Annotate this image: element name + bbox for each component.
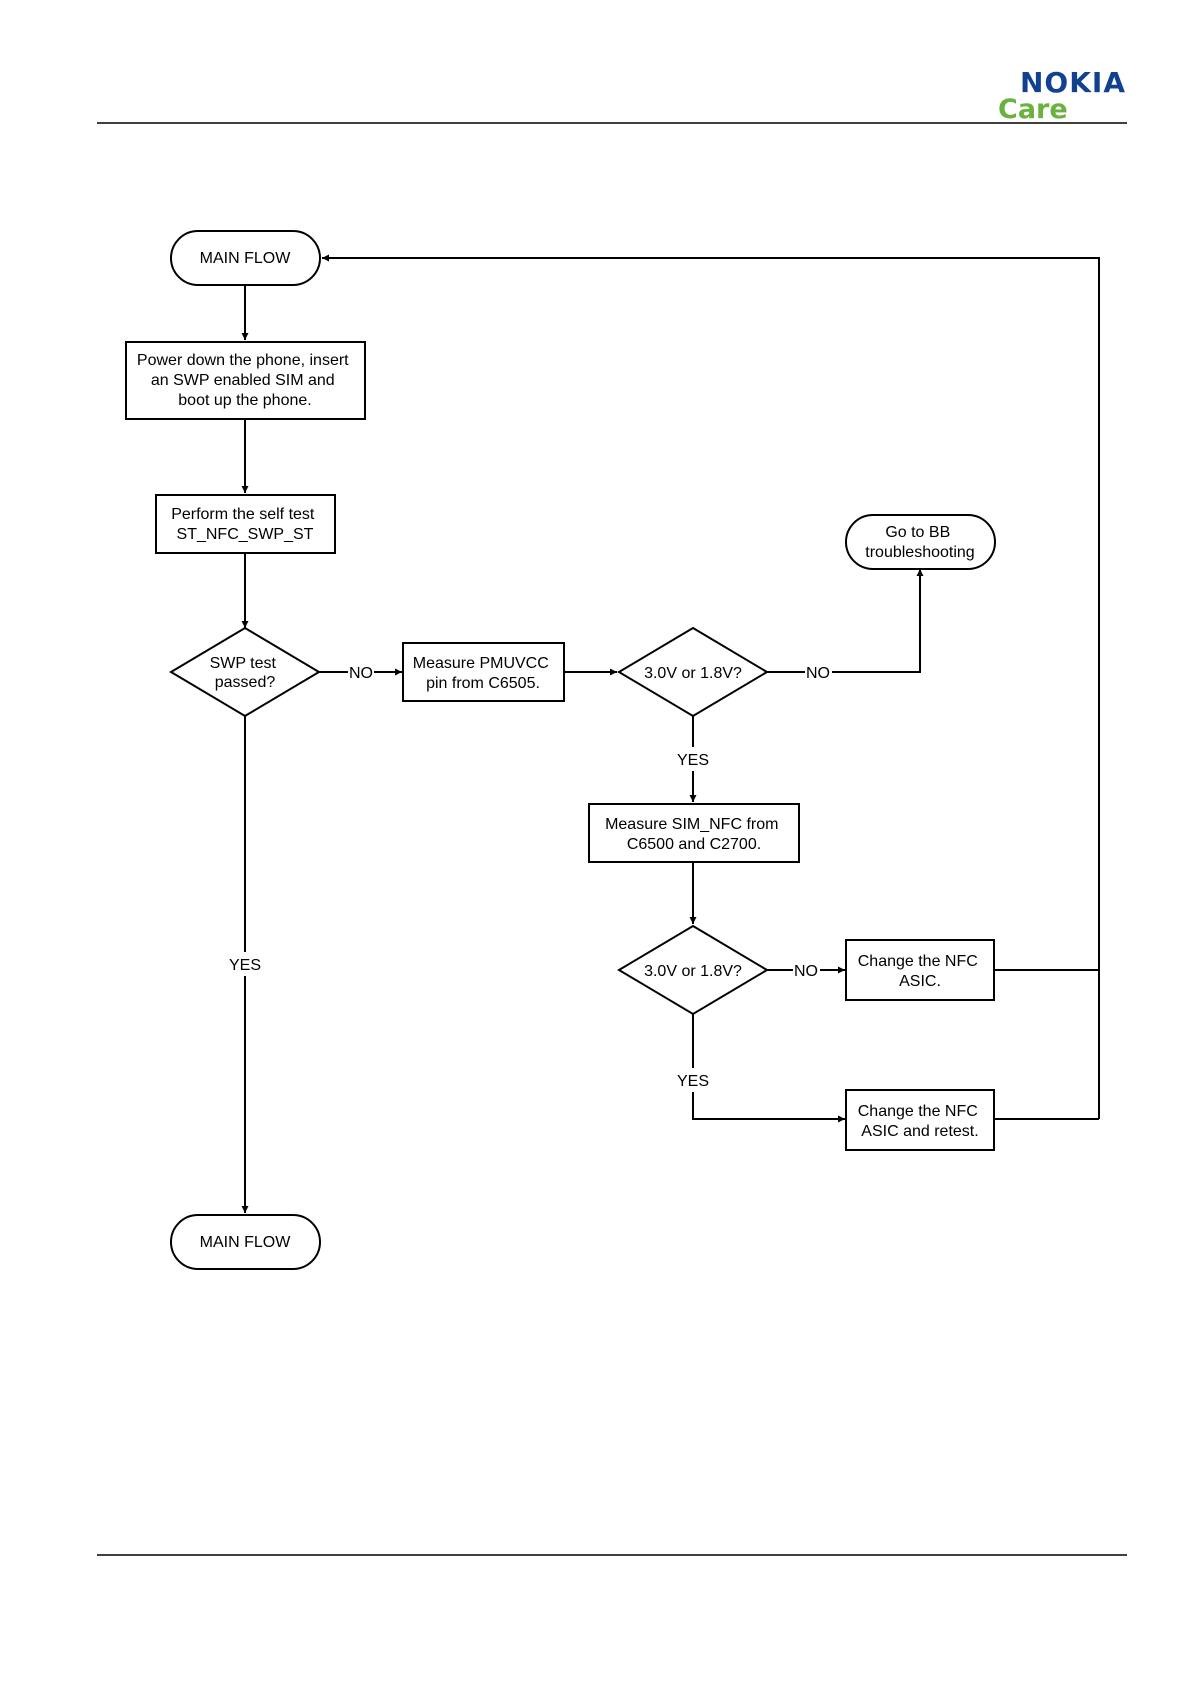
node-voltage-decision-1: 3.0V or 1.8V?: [617, 626, 769, 718]
node-text: Go to BB troubleshooting: [865, 524, 974, 561]
process-shape: [588, 803, 800, 863]
node-line: ASIC and retest.: [861, 1123, 978, 1140]
node-text: Power down the phone, insert an SWP enab…: [137, 352, 353, 409]
node-voltage-decision-2: 3.0V or 1.8V?: [617, 924, 769, 1016]
label-v1-no: NO: [806, 665, 830, 682]
node-change-nfc-retest: Change the NFC ASIC and retest.: [845, 1089, 995, 1151]
node-line: passed?: [215, 674, 276, 691]
node-line: MAIN FLOW: [200, 1234, 292, 1251]
node-text: Change the NFC ASIC and retest.: [858, 1103, 983, 1140]
node-line: pin from C6505.: [426, 675, 540, 692]
node-line: SWP test: [210, 655, 277, 672]
process-shape: [125, 341, 366, 420]
node-line: Power down the phone, insert: [137, 352, 349, 369]
node-line: troubleshooting: [865, 544, 974, 561]
node-line: Change the NFC: [858, 1103, 978, 1120]
node-text: SWP test passed?: [210, 655, 281, 691]
node-line: Measure PMUVCC: [413, 655, 549, 672]
node-line: Change the NFC: [858, 953, 978, 970]
node-line: Go to BB: [885, 524, 950, 541]
node-text: Change the NFC ASIC.: [858, 953, 983, 990]
node-measure-sim-nfc: Measure SIM_NFC from C6500 and C2700.: [588, 803, 800, 863]
edge-loop-to-main: [322, 254, 1100, 1119]
decision-shape: [617, 626, 769, 718]
node-swp-decision: SWP test passed?: [169, 626, 321, 718]
node-line: 3.0V or 1.8V?: [644, 665, 742, 682]
node-line: ASIC.: [899, 973, 941, 990]
edge-v1-no-b: [832, 569, 924, 673]
nokia-care-logo: NOKIA Care: [998, 66, 1126, 125]
node-power-down: Power down the phone, insert an SWP enab…: [125, 341, 366, 420]
node-text: 3.0V or 1.8V?: [644, 963, 742, 980]
edge-v2-yes-b: [692, 1092, 845, 1123]
node-text: MAIN FLOW: [200, 1234, 292, 1251]
label-swp-no: NO: [349, 665, 373, 682]
node-go-to-bb: Go to BB troubleshooting: [845, 514, 996, 570]
terminator-shape: [170, 230, 321, 286]
node-line: boot up the phone.: [178, 392, 311, 409]
node-line: MAIN FLOW: [200, 250, 292, 267]
node-self-test: Perform the self test ST_NFC_SWP_ST: [155, 494, 336, 554]
node-line: 3.0V or 1.8V?: [644, 963, 742, 980]
node-line: Measure SIM_NFC from: [605, 816, 778, 833]
node-text: Measure SIM_NFC from C6500 and C2700.: [605, 816, 783, 853]
node-change-nfc-asic: Change the NFC ASIC.: [845, 939, 995, 1001]
process-shape: [845, 1089, 995, 1151]
process-shape: [845, 939, 995, 1001]
node-line: C6500 and C2700.: [627, 836, 761, 853]
logo-brand: NOKIA: [1020, 66, 1126, 99]
node-measure-pmuvcc: Measure PMUVCC pin from C6505.: [402, 642, 565, 702]
label-v1-yes: YES: [677, 752, 709, 769]
terminator-shape: [845, 514, 996, 570]
process-shape: [402, 642, 565, 702]
node-main-flow-top: MAIN FLOW: [170, 230, 321, 286]
flowchart-edges: [241, 254, 1100, 1213]
node-line: ST_NFC_SWP_ST: [177, 526, 314, 543]
node-text: MAIN FLOW: [200, 250, 292, 267]
label-swp-yes: YES: [229, 957, 261, 974]
decision-shape: [169, 626, 321, 718]
process-shape: [155, 494, 336, 554]
terminator-shape: [170, 1214, 321, 1270]
edge-labels: NO YES NO YES NO YES: [229, 665, 830, 1090]
label-v2-yes: YES: [677, 1073, 709, 1090]
logo-brand-sub: Care: [998, 94, 1068, 125]
node-text: Measure PMUVCC pin from C6505.: [413, 655, 553, 692]
label-v2-no: NO: [794, 963, 818, 980]
node-main-flow-bottom: MAIN FLOW: [170, 1214, 321, 1270]
node-line: Perform the self test: [171, 506, 315, 523]
node-text: Perform the self test ST_NFC_SWP_ST: [171, 506, 319, 543]
decision-shape: [617, 924, 769, 1016]
node-text: 3.0V or 1.8V?: [644, 665, 742, 682]
node-line: an SWP enabled SIM and: [151, 372, 335, 389]
